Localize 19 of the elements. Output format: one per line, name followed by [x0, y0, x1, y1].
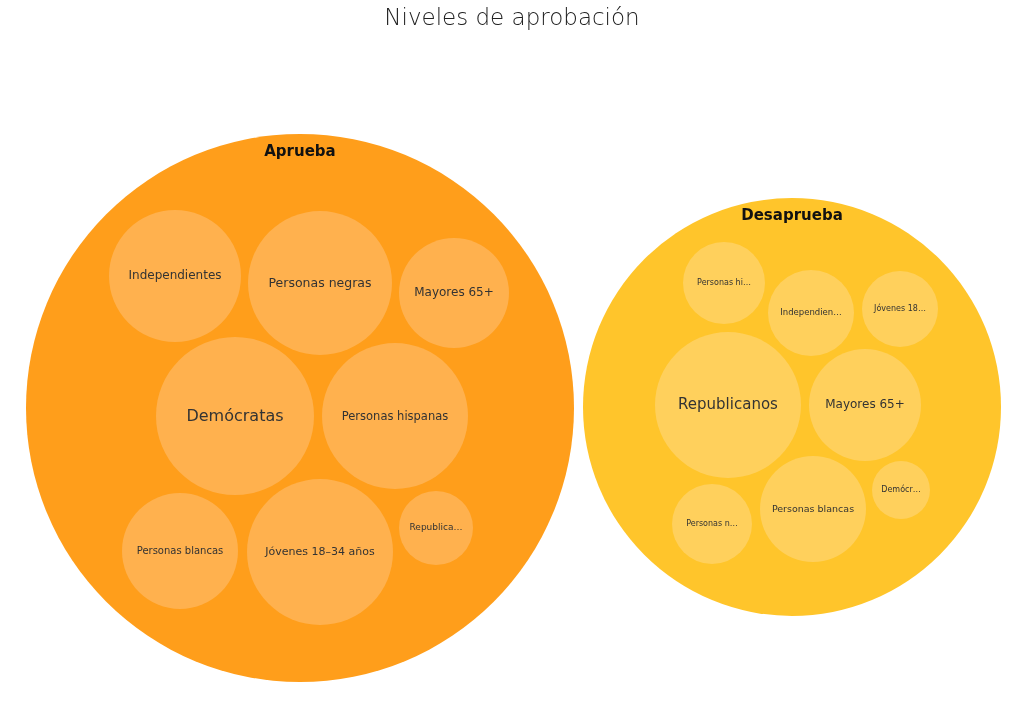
bubble-label: Republicanos [678, 395, 778, 414]
bubble-label: Personas n… [686, 518, 738, 528]
bubble-label: Personas hispanas [341, 408, 449, 423]
bubble-label: Personas negras [268, 274, 372, 290]
bubble-label: Demócratas [186, 405, 284, 425]
bubble-label: Personas hi… [697, 277, 751, 287]
bubble-label: Independientes [128, 268, 222, 283]
bubble-label: Demócr… [881, 484, 921, 494]
bubble-label: Personas blancas [136, 544, 224, 556]
bubble-label: Jóvenes 18… [874, 303, 926, 313]
bubble-label: Jóvenes 18–34 años [265, 544, 375, 558]
bubble-label: Independien… [780, 307, 842, 318]
bubble-label: Mayores 65+ [414, 285, 494, 300]
bubble-label: Personas blancas [771, 502, 855, 514]
chart-title: Niveles de aprobación [384, 4, 640, 30]
group-label: Aprueba [264, 142, 336, 160]
bubble-label: Republica… [409, 522, 463, 533]
bubble-label: Mayores 65+ [825, 397, 905, 412]
group-label: Desaprueba [741, 206, 843, 224]
